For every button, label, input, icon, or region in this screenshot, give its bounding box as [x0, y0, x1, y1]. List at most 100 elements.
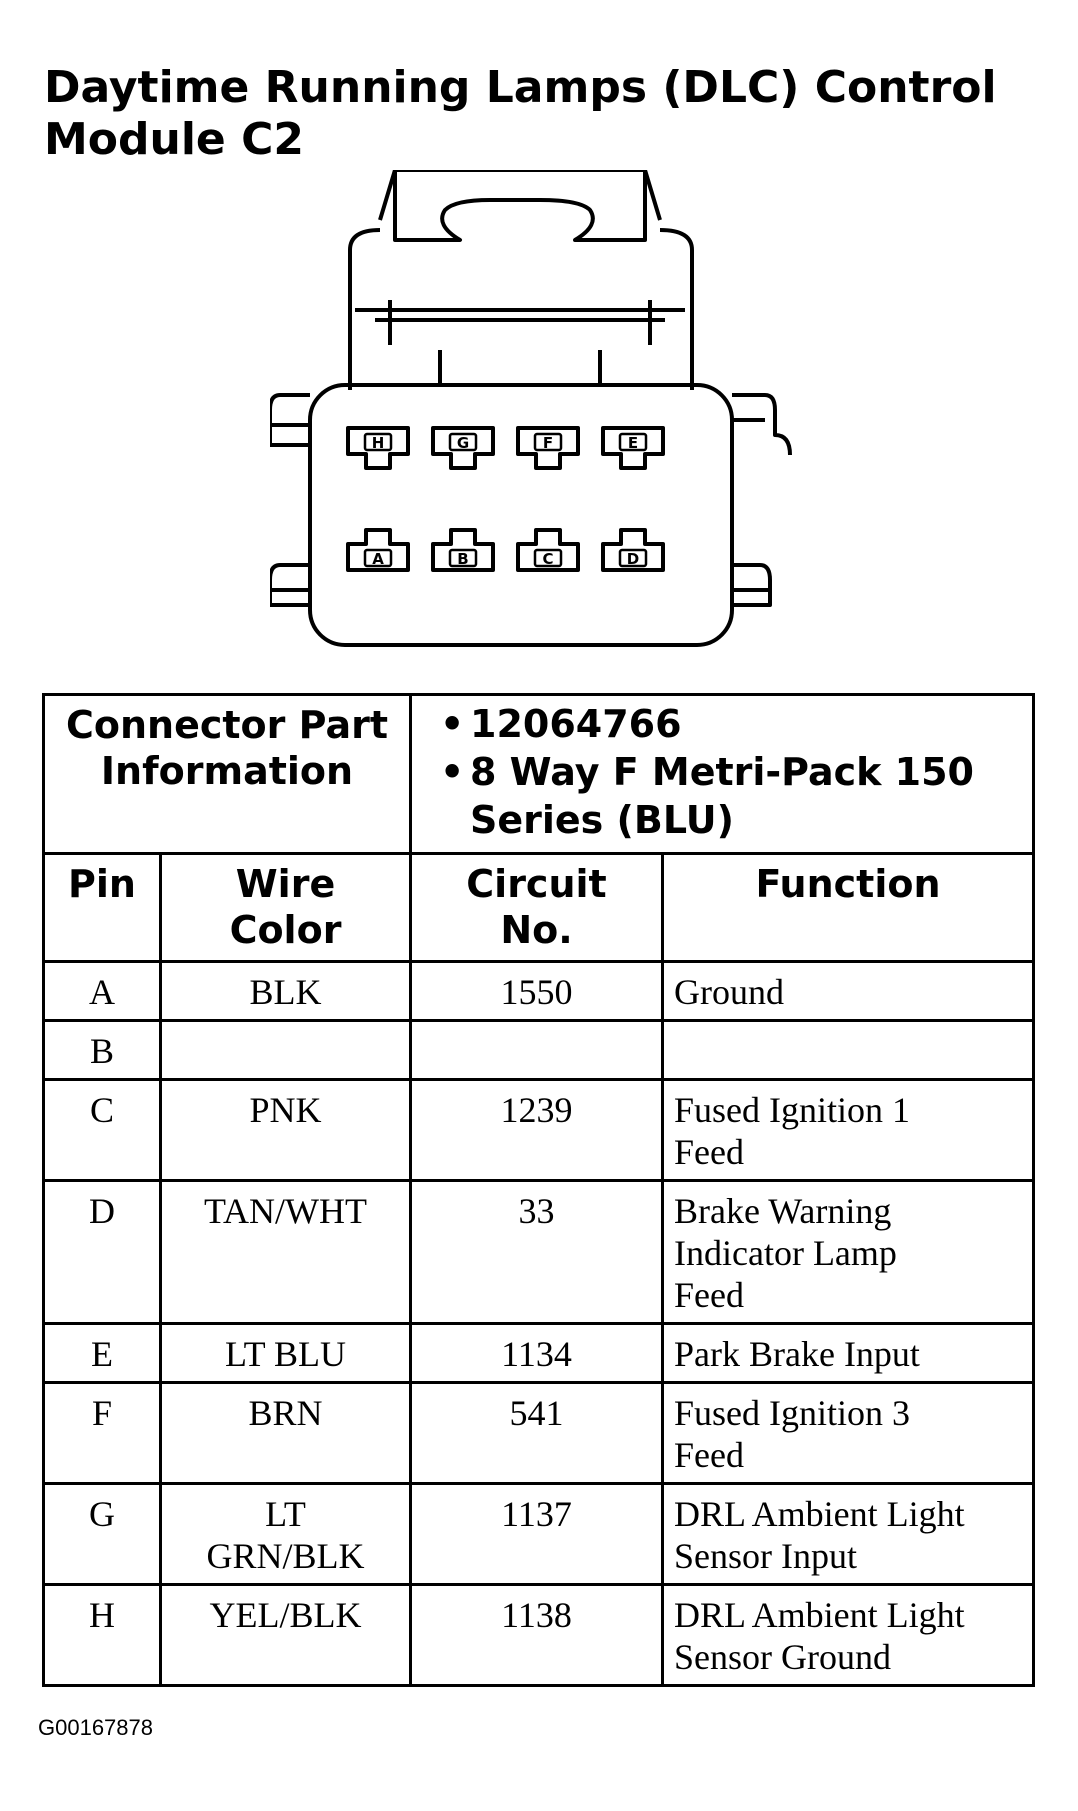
pin-cavity-e-box — [618, 432, 648, 452]
connector-latch — [348, 170, 694, 390]
function-cell-func2: Sensor Input — [674, 1536, 857, 1576]
pin-cell-pin: F — [91, 1393, 113, 1433]
pin-cavity-b — [431, 528, 495, 572]
wire-color-cell: PNK — [159, 1078, 412, 1182]
connector-part-label: Connector Part Information — [42, 693, 412, 855]
bullet-2: • — [440, 750, 465, 794]
pin-cavity-d-box — [618, 548, 648, 568]
function-cell-func1: DRL Ambient Light — [674, 1494, 965, 1534]
function-cell: Ground — [660, 960, 1036, 1022]
pin-cell: A — [42, 960, 162, 1022]
pin-cavity-g — [431, 426, 495, 470]
circuit-cell: 1138 — [409, 1583, 664, 1687]
part-description-line-1: 8 Way F Metri-Pack 150 — [470, 750, 975, 794]
circuit-cell-circuit: 1138 — [501, 1595, 572, 1635]
circuit-cell-circuit: 1134 — [501, 1334, 572, 1374]
function-cell-func2: Feed — [674, 1435, 744, 1475]
title-line-2: Module C2 — [44, 114, 304, 165]
wire-color-cell-wire1: YEL/BLK — [209, 1595, 362, 1635]
pin-cavity-c-box — [533, 548, 563, 568]
pin-cavity-f — [516, 426, 580, 470]
pin-cell-pin: G — [89, 1494, 115, 1534]
connector-pinout-table: Connector Part Information •12064766 •8 … — [42, 693, 1036, 1687]
table-row: A BLK 1550 Ground — [42, 960, 1036, 1022]
wire-color-cell-wire2: GRN/BLK — [206, 1536, 365, 1576]
connector-wing-left — [270, 393, 310, 447]
circuit-cell-circuit: 1550 — [500, 972, 573, 1012]
pin-cavity-f-label: F — [543, 434, 553, 452]
wire-color-cell: BRN — [159, 1381, 412, 1485]
circuit-cell-circuit: 33 — [518, 1191, 555, 1231]
wire-color-cell-wire1: LT BLU — [224, 1334, 347, 1374]
circuit-cell — [409, 1019, 664, 1081]
title-line-1: Daytime Running Lamps (DLC) Control — [44, 62, 997, 113]
header-function: Function — [660, 852, 1036, 963]
pin-cavity-h — [346, 426, 410, 470]
pin-cavity-g-box — [448, 432, 478, 452]
function-cell — [660, 1019, 1036, 1081]
part-label-line-2: Information — [100, 749, 354, 793]
part-description-item: •8 Way F Metri-Pack 150 — [440, 748, 1024, 796]
pin-cell-pin: D — [89, 1191, 115, 1231]
function-cell-func1: Brake Warning — [674, 1191, 892, 1231]
pin-cavity-c — [516, 528, 580, 572]
pin-cavity-c-label: C — [542, 550, 553, 568]
function-cell-func2: Indicator Lamp — [674, 1233, 897, 1273]
pin-cell-pin: H — [89, 1595, 115, 1635]
circuit-cell: 1550 — [409, 960, 664, 1022]
pin-cell: D — [42, 1179, 162, 1325]
table-header-row: Pin Wire Color Circuit No. Function — [42, 852, 1036, 963]
connector-part-row: Connector Part Information •12064766 •8 … — [42, 693, 1036, 855]
function-cell-func1: Ground — [674, 972, 784, 1012]
wire-color-cell-wire1: BRN — [248, 1393, 323, 1433]
pin-cavity-a-box — [363, 548, 393, 568]
pin-cell-pin: B — [89, 1031, 114, 1071]
connector-wing-right — [732, 393, 792, 456]
pin-cell-pin: A — [89, 972, 115, 1012]
pin-cavity-f-box — [533, 432, 563, 452]
figure-code: G00167878 — [38, 1715, 153, 1740]
pin-cavity-e — [601, 426, 665, 470]
function-cell-func1: Fused Ignition 3 — [674, 1393, 911, 1433]
wire-color-cell: TAN/WHT — [159, 1179, 412, 1325]
function-cell-func2: Sensor Ground — [674, 1637, 891, 1677]
circuit-cell: 1137 — [409, 1482, 664, 1586]
pin-cell: C — [42, 1078, 162, 1182]
wire-color-cell — [159, 1019, 412, 1081]
table-row: B — [42, 1019, 1036, 1081]
part-number: 12064766 — [470, 702, 682, 746]
function-cell-func1: Fused Ignition 1 — [674, 1090, 911, 1130]
bullet-1: • — [440, 702, 465, 746]
wire-color-cell-wire1: BLK — [249, 972, 322, 1012]
pin-cell: H — [42, 1583, 162, 1687]
circuit-cell: 541 — [409, 1381, 664, 1485]
wire-color-cell-wire1: LT — [265, 1494, 306, 1534]
connector-part-details: •12064766 •8 Way F Metri-Pack 150 Series… — [408, 693, 1036, 855]
pin-cell: F — [42, 1381, 162, 1485]
circuit-cell: 1239 — [409, 1078, 664, 1182]
circuit-cell: 1134 — [409, 1322, 664, 1384]
header-wire-color: Wire Color — [159, 852, 412, 963]
circuit-cell-circuit: 1137 — [501, 1494, 572, 1534]
pin-cavity-a — [346, 528, 410, 572]
circuit-cell-circuit: 1239 — [500, 1090, 573, 1130]
pin-cavity-h-box — [363, 432, 393, 452]
pin-cavity-g-label: G — [457, 434, 469, 452]
wire-color-cell-wire1: TAN/WHT — [203, 1191, 368, 1231]
function-cell: Park Brake Input — [660, 1322, 1036, 1384]
connector-wing-right-lower — [732, 563, 772, 607]
function-cell-func2: Feed — [674, 1132, 744, 1172]
pin-cavity-e-label: E — [628, 434, 638, 452]
connector-wing-left-lower — [270, 563, 310, 607]
